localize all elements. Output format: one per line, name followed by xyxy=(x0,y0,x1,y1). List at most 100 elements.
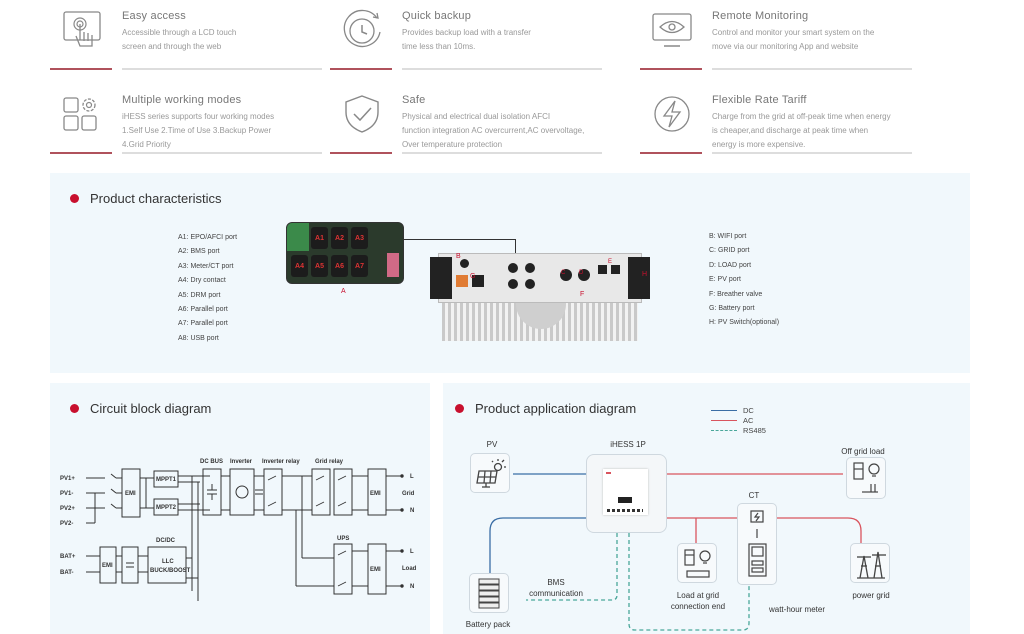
board-port: A5 xyxy=(311,255,328,277)
label-dc-bus: DC BUS xyxy=(200,459,223,465)
port-list-item: A6: Parallel port xyxy=(178,306,228,314)
port-list-item: C: GRID port xyxy=(709,247,750,255)
clock-backup-icon xyxy=(340,8,384,52)
label-bat-pos: BAT+ xyxy=(60,554,76,560)
legend-label: DC xyxy=(743,405,754,415)
section-title: Product characteristics xyxy=(70,191,222,206)
bullet-dot xyxy=(70,404,79,413)
port-list-item: B: WIFI port xyxy=(709,233,747,240)
port-list-item: A8: USB port xyxy=(178,334,219,342)
label-grid-l: L xyxy=(410,474,414,480)
feature-item: Remote Monitoring Control and monitor yo… xyxy=(640,0,930,70)
label-pv2-pos: PV2+ xyxy=(60,506,75,512)
accent-divider xyxy=(640,152,702,154)
label-bat-neg: BAT- xyxy=(60,570,74,576)
feature-title: Remote Monitoring xyxy=(712,10,809,22)
label-e: E xyxy=(608,259,613,265)
wire-bms-rs485 xyxy=(526,533,618,601)
legend-line-swatch xyxy=(711,419,737,421)
label-emi-bat: EMI xyxy=(102,563,113,569)
board-caption: A xyxy=(341,288,346,295)
feature-item: Multiple working modes iHESS series supp… xyxy=(50,84,340,154)
load-port xyxy=(525,279,535,289)
board-port: A7 xyxy=(351,255,368,277)
circuit-block-panel: Circuit block diagram xyxy=(50,383,430,634)
port-list-item: E: PV port xyxy=(709,276,741,284)
bms-label-line: BMS xyxy=(547,578,565,587)
grid-load-node xyxy=(677,543,717,583)
feature-description-line: Control and monitor your smart system on… xyxy=(712,28,875,37)
feature-description-line: Charge from the grid at off-peak time wh… xyxy=(712,112,891,121)
wire-meter-rs485 xyxy=(628,533,750,631)
power-tower-icon xyxy=(857,551,886,579)
port-list-item: A7: Parallel port xyxy=(178,320,228,328)
port-list-item: A5: DRM port xyxy=(178,291,221,299)
feature-description: Charge from the grid at off-peak time wh… xyxy=(712,110,927,152)
board-port: A2 xyxy=(331,227,348,249)
feature-item: Safe Physical and electrical dual isolat… xyxy=(330,84,620,154)
board-port: A6 xyxy=(331,255,348,277)
label-f: F xyxy=(580,291,585,298)
feature-title: Safe xyxy=(402,94,426,106)
port-list-item: G: Battery port xyxy=(709,305,755,313)
label-inverter-relay: Inverter relay xyxy=(262,459,300,465)
accent-divider xyxy=(640,68,702,70)
label-g: G xyxy=(470,273,476,280)
legend-label: RS485 xyxy=(743,425,766,435)
label-grid-relay: Grid relay xyxy=(315,459,344,465)
feature-description: iHESS series supports four working modes… xyxy=(122,110,337,152)
label-buck-boost: BUCK/BOOST xyxy=(150,568,191,574)
board-port: A3 xyxy=(351,227,368,249)
circuit-diagram: PV1+ PV1- PV2+ PV2- BAT+ BAT- EMI MPPT1 … xyxy=(60,459,417,601)
feature-description: Physical and electrical dual isolation A… xyxy=(402,110,617,152)
product-characteristics-panel: Product characteristics A1: EPO/AFCI por… xyxy=(50,173,970,373)
feature-description-line: Physical and electrical dual isolation A… xyxy=(402,112,551,121)
section-title: Circuit block diagram xyxy=(70,401,211,416)
divider xyxy=(402,68,602,70)
wire-battery-dc xyxy=(489,517,586,573)
battery-port xyxy=(611,265,620,274)
divider xyxy=(712,68,912,70)
port-list-item: A1: EPO/AFCI port xyxy=(178,234,238,241)
accent-divider xyxy=(50,152,112,154)
section-title-text: Product characteristics xyxy=(90,191,222,206)
divider xyxy=(122,68,322,70)
label-grid: Grid xyxy=(402,491,415,497)
label-inverter: Inverter xyxy=(230,459,253,465)
eye-monitor-icon xyxy=(650,8,694,52)
inverter-node xyxy=(586,454,667,533)
bms-label-line: communication xyxy=(529,589,583,598)
grid-load-label-line: connection end xyxy=(670,602,726,611)
legend-item: DC xyxy=(711,405,766,415)
ct-label: CT xyxy=(748,491,760,500)
feature-description-line: Over temperature protection xyxy=(402,140,503,149)
appliances-icon xyxy=(684,549,711,578)
battery-pack-node xyxy=(469,573,509,613)
pv-switch xyxy=(472,275,484,287)
accent-divider xyxy=(50,68,112,70)
label-b: B xyxy=(456,253,461,260)
divider xyxy=(122,152,322,154)
label-pv1-neg: PV1- xyxy=(60,491,73,497)
feature-description-line: function integration AC overcurrent,AC o… xyxy=(402,126,585,135)
label-load-l: L xyxy=(410,549,414,555)
section-title-text: Product application diagram xyxy=(475,401,637,416)
feature-description-line: iHESS series supports four working modes xyxy=(122,112,275,121)
grid-load-label: Load at grid connection end xyxy=(663,590,733,612)
feature-title: Easy access xyxy=(122,10,186,22)
bms-communication-label: BMS communication xyxy=(523,577,589,599)
port-list-item: A2: BMS port xyxy=(178,248,220,256)
accent-divider xyxy=(330,152,392,154)
label-load: Load xyxy=(402,566,417,572)
feature-description-line: move via our monitoring App and website xyxy=(712,42,859,51)
section-title-text: Circuit block diagram xyxy=(90,401,212,416)
wire-grid-ac xyxy=(765,517,862,543)
power-grid-node xyxy=(850,543,890,583)
feature-description-line: 4.Grid Priority xyxy=(122,140,171,149)
label-dcdc: DC/DC xyxy=(156,538,176,544)
